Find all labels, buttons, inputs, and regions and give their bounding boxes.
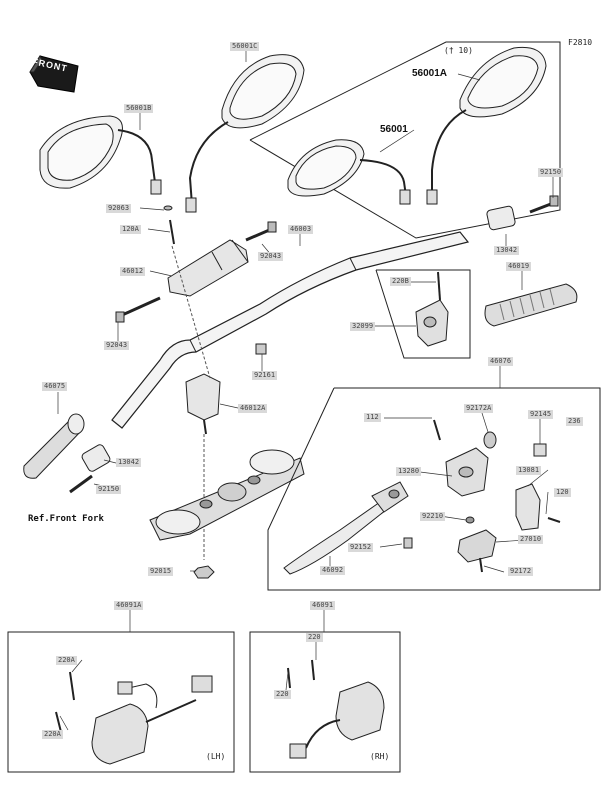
part-46012a-label[interactable]: 46012A [238, 404, 268, 413]
part-13042-left-label[interactable]: 13042 [116, 458, 142, 467]
part-46091a-label[interactable]: 46091A [114, 601, 144, 610]
part-92161-label[interactable]: 92161 [252, 371, 278, 380]
nut-92015-shape [193, 565, 215, 579]
bracket-13081-shape [515, 483, 541, 531]
part-32099-label[interactable]: 32099 [350, 322, 376, 331]
screws-lever-shape [403, 419, 561, 573]
bolt-92161-shape [255, 343, 267, 355]
part-46012-label[interactable]: 46012 [120, 267, 146, 276]
part-46003-label[interactable]: 46003 [288, 225, 314, 234]
part-220a-upper-label[interactable]: 220A [56, 656, 77, 665]
ref-front-fork-label: Ref.Front Fork [28, 514, 104, 524]
part-92043-left-label[interactable]: 92043 [104, 341, 130, 350]
mirror-56001-shape [287, 139, 411, 205]
group-10-frame [249, 41, 561, 239]
clamp-32099-frame [375, 269, 471, 359]
part-27010-label[interactable]: 27010 [518, 535, 544, 544]
part-92172-label[interactable]: 92172 [508, 567, 534, 576]
diagram-code: F2810 [568, 38, 593, 47]
mirror-56001c-shape [185, 54, 305, 213]
part-120a-label[interactable]: 120A [120, 225, 141, 234]
part-112-label[interactable]: 112 [364, 413, 381, 422]
part-46075-label[interactable]: 46075 [42, 382, 68, 391]
bar-end-13042-left-shape [81, 444, 111, 472]
bar-end-13042-top-shape [486, 205, 516, 231]
part-92150-left-label[interactable]: 92150 [96, 485, 122, 494]
part-236-label[interactable]: 236 [566, 417, 583, 426]
holder-46012-shape [167, 239, 249, 297]
bolt-92150-left-shape [69, 474, 93, 494]
part-56001c-label[interactable]: 56001C [230, 42, 260, 51]
part-92015-label[interactable]: 92015 [148, 567, 174, 576]
part-92150-top-label[interactable]: 92150 [538, 168, 564, 177]
switch-13280-shape [445, 447, 489, 497]
holder-46012a-shape [185, 373, 221, 435]
lh-switch-shape [55, 671, 213, 765]
part-56001b-label[interactable]: 56001B [124, 104, 154, 113]
part-56001-label[interactable]: 56001 [380, 124, 408, 135]
bolt-92043-left-shape [115, 296, 161, 323]
front-arrow-icon [29, 54, 79, 93]
part-92063-label[interactable]: 92063 [106, 204, 132, 213]
screw-120a-shape [163, 205, 175, 245]
switch-27010-shape [457, 529, 497, 563]
rh-side-label: (RH) [370, 752, 390, 761]
part-220-lower-label[interactable]: 220 [274, 690, 291, 699]
lever-46092-shape [283, 481, 409, 575]
part-120-label[interactable]: 120 [554, 488, 571, 497]
lh-side-label: (LH) [206, 752, 226, 761]
mirror-56001b-shape [39, 115, 162, 195]
part-92145-label[interactable]: 92145 [528, 410, 554, 419]
lh-switch-frame [7, 631, 235, 773]
part-92172a-label[interactable]: 92172A [464, 404, 494, 413]
part-220-upper-label[interactable]: 220 [306, 633, 323, 642]
part-46091-label[interactable]: 46091 [310, 601, 336, 610]
part-92210-label[interactable]: 92210 [420, 512, 446, 521]
part-13280-label[interactable]: 13280 [396, 467, 422, 476]
rh-switch-shape [287, 659, 385, 759]
part-56001a-label[interactable]: 56001A [412, 68, 448, 79]
rh-switch-frame [249, 631, 401, 773]
grip-46019-shape [484, 283, 578, 327]
triple-clamp-shape [149, 449, 305, 541]
clamp-32099-shape [415, 271, 449, 347]
grip-46075-shape [23, 413, 85, 479]
bolt-92043-top-shape [245, 221, 277, 242]
part-13081-label[interactable]: 13081 [516, 466, 542, 475]
handlebar-shape [111, 231, 470, 429]
part-46076-label[interactable]: 46076 [488, 357, 514, 366]
part-92043-top-label[interactable]: 92043 [258, 252, 284, 261]
group-10-label: († 10) [444, 46, 473, 55]
part-46019-label[interactable]: 46019 [506, 262, 532, 271]
bolt-92150-top-shape [529, 195, 559, 214]
part-92152-label[interactable]: 92152 [348, 543, 374, 552]
part-220a-lower-label[interactable]: 220A [42, 730, 63, 739]
mirror-56001a-shape [426, 46, 547, 205]
part-13042-top-label[interactable]: 13042 [494, 246, 520, 255]
lever-assembly-frame [267, 387, 601, 591]
part-220b-label[interactable]: 220B [390, 277, 411, 286]
part-46092-label[interactable]: 46092 [320, 566, 346, 575]
